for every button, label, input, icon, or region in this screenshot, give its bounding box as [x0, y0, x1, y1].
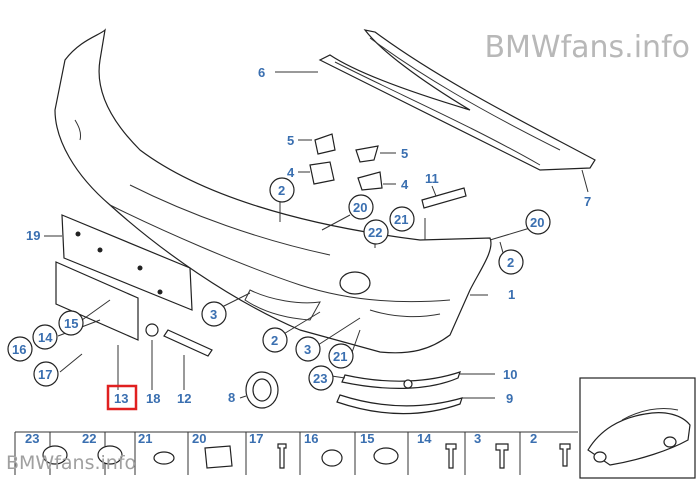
- callout-17: 17: [38, 367, 52, 382]
- highlight-box: [106, 384, 138, 411]
- strip-label-2: 2: [530, 431, 537, 446]
- callout-5: 5: [401, 146, 408, 161]
- callout-18: 18: [146, 391, 160, 406]
- strip-label-3: 3: [474, 431, 481, 446]
- callout-2: 2: [507, 255, 514, 270]
- callout-23: 23: [313, 371, 327, 386]
- callout-10: 10: [503, 367, 517, 382]
- hardware-strip: [14, 431, 578, 475]
- callout-3: 3: [304, 342, 311, 357]
- callout-13: 13: [114, 391, 128, 406]
- callout-5: 5: [287, 133, 294, 148]
- callout-2: 2: [271, 333, 278, 348]
- strip-label-16: 16: [304, 431, 318, 446]
- watermark-top: BMWfans.info: [484, 30, 690, 65]
- strip-label-14: 14: [417, 431, 432, 446]
- callout-2: 2: [278, 183, 285, 198]
- callout-9: 9: [506, 391, 513, 406]
- callout-6: 6: [258, 65, 265, 80]
- callout-3: 3: [210, 307, 217, 322]
- license-plate-base: [55, 214, 193, 341]
- callout-circles: [7, 177, 551, 391]
- callout-4: 4: [401, 177, 409, 192]
- callout-4: 4: [287, 165, 295, 180]
- callout-11: 11: [425, 171, 439, 186]
- strip-labels: 23 22 21 20 17 16 15 14 3 2: [25, 431, 537, 446]
- callout-20: 20: [353, 200, 367, 215]
- upper-grille-strip: [318, 29, 596, 171]
- callout-14: 14: [38, 330, 53, 345]
- callout-labels: 1 2 2 2 3 3 4 4 5 5 6 7 8 9 10 11 12 13 …: [12, 65, 591, 406]
- callout-16: 16: [12, 342, 26, 357]
- strip-label-23: 23: [25, 431, 39, 446]
- bumper-cover: [54, 28, 492, 354]
- callout-22: 22: [368, 225, 382, 240]
- callout-8: 8: [228, 390, 235, 405]
- strip-label-20: 20: [192, 431, 206, 446]
- callout-12: 12: [177, 391, 191, 406]
- small-parts: [145, 133, 467, 415]
- car-thumbnail: [579, 377, 696, 479]
- callout-19: 19: [26, 228, 40, 243]
- strip-label-17: 17: [249, 431, 263, 446]
- callout-15: 15: [64, 316, 78, 331]
- strip-label-21: 21: [138, 431, 152, 446]
- watermark-bottom: BMWfans.info: [6, 452, 137, 474]
- callout-20: 20: [530, 215, 544, 230]
- callout-7: 7: [584, 194, 591, 209]
- callout-1: 1: [508, 287, 515, 302]
- strip-label-15: 15: [360, 431, 374, 446]
- callout-21: 21: [333, 349, 347, 364]
- strip-label-22: 22: [82, 431, 96, 446]
- callout-21: 21: [394, 212, 408, 227]
